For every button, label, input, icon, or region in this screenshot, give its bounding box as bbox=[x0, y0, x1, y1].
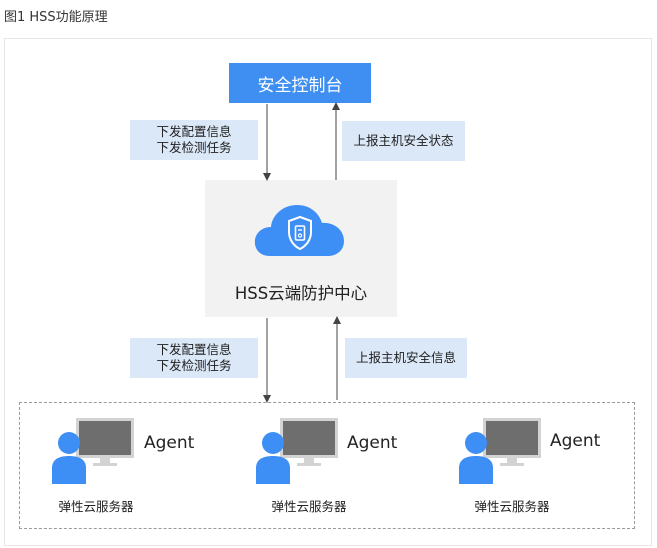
hss-center-title: HSS云端防护中心 bbox=[234, 284, 368, 303]
top-right-label-box: 上报主机安全状态 bbox=[342, 121, 465, 161]
top-left-label-line1: 下发配置信息 bbox=[156, 124, 232, 139]
user-computer-icon bbox=[52, 418, 134, 484]
agent-label-2: Agent bbox=[347, 433, 398, 453]
top-right-label-line1: 上报主机安全状态 bbox=[353, 133, 454, 148]
bottom-left-label-box: 下发配置信息 下发检测任务 bbox=[130, 338, 258, 378]
cloud-shield-icon bbox=[254, 205, 344, 256]
bottom-right-label-box: 上报主机安全信息 bbox=[345, 338, 467, 378]
bottom-left-label-line1: 下发配置信息 bbox=[156, 342, 232, 357]
bottom-right-label-line1: 上报主机安全信息 bbox=[355, 350, 456, 365]
agent-zone bbox=[19, 402, 635, 529]
agent-label-1: Agent bbox=[144, 433, 195, 453]
bottom-left-label-line2: 下发检测任务 bbox=[156, 358, 232, 373]
security-console-label: 安全控制台 bbox=[257, 75, 343, 96]
server-label-2: 弹性云服务器 bbox=[271, 499, 347, 514]
user-computer-icon bbox=[256, 418, 338, 484]
top-left-label-box: 下发配置信息 下发检测任务 bbox=[130, 120, 258, 160]
user-computer-icon bbox=[459, 418, 541, 484]
top-left-label-line2: 下发检测任务 bbox=[156, 140, 232, 155]
server-label-3: 弹性云服务器 bbox=[474, 499, 550, 514]
server-label-1: 弹性云服务器 bbox=[58, 499, 134, 514]
agent-label-3: Agent bbox=[550, 431, 601, 451]
figure-caption: 图1 HSS功能原理 bbox=[4, 10, 108, 25]
security-console-box: 安全控制台 bbox=[229, 63, 371, 103]
